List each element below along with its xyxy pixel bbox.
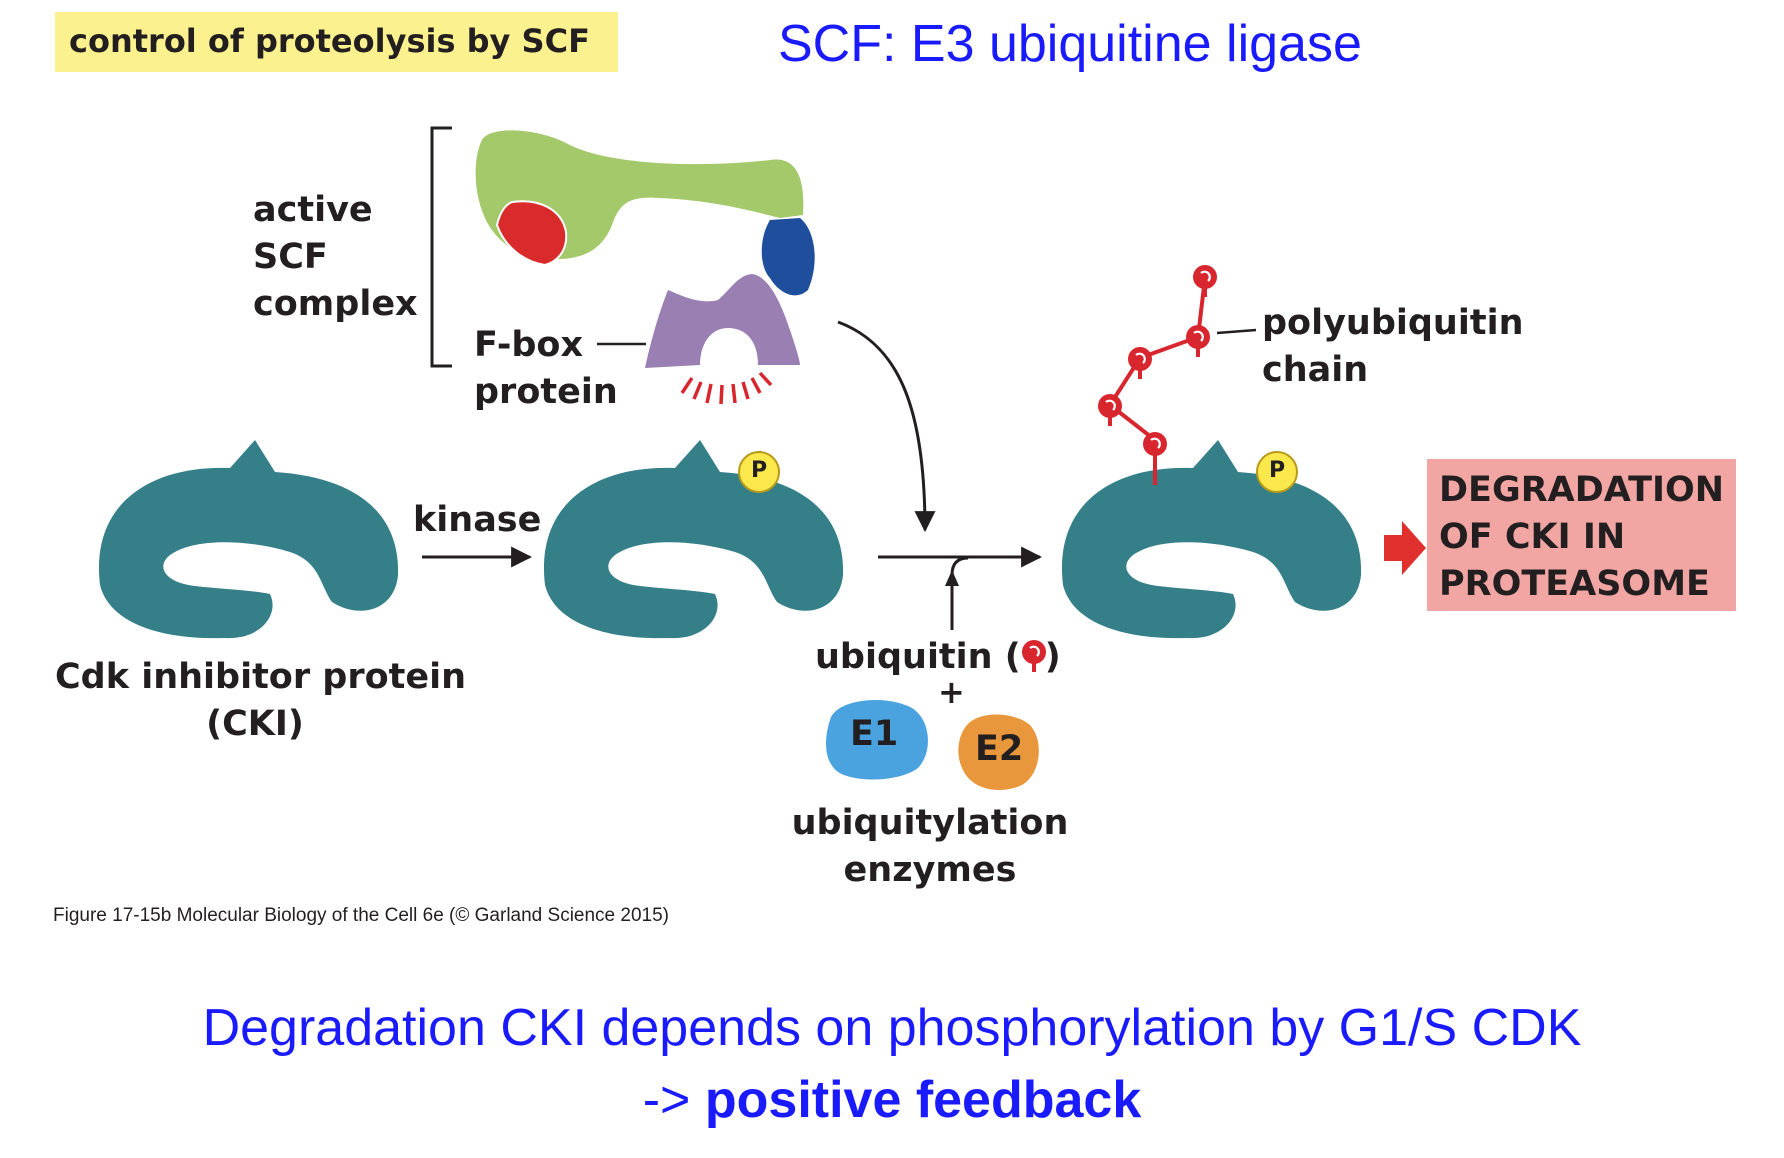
fbox-label-line1: F-box bbox=[474, 325, 584, 365]
polyubiquitin-label-line1: polyubiquitin bbox=[1262, 303, 1524, 343]
scf-complex-label: active SCF complex bbox=[253, 187, 418, 328]
cki-protein-unphosphorylated bbox=[98, 440, 399, 639]
figure-caption: Figure 17-15b Molecular Biology of the C… bbox=[53, 905, 669, 926]
polyubiquitin-label-line2: chain bbox=[1262, 350, 1369, 390]
fbox-label: F-box protein bbox=[474, 322, 618, 416]
cki-label-line2: (CKI) bbox=[206, 704, 304, 744]
scf-red-subunit bbox=[495, 200, 568, 267]
polyubiquitin-chain bbox=[1096, 263, 1219, 485]
degradation-label: DEGRADATION OF CKI IN PROTEASOME bbox=[1439, 470, 1725, 604]
ubiquitin-icon bbox=[1191, 263, 1219, 299]
summary-arrow-text: -> bbox=[642, 1071, 705, 1129]
phosphate-icon bbox=[1256, 451, 1298, 493]
ubiquitin-label-text: ubiquitin ( bbox=[815, 637, 1021, 677]
cki-label: Cdk inhibitor protein (CKI) bbox=[55, 654, 467, 748]
scf-blue-subunit bbox=[761, 218, 815, 296]
kinase-label: kinase bbox=[413, 500, 542, 540]
scf-label-line1: active bbox=[253, 190, 373, 230]
ubiquitin-label: ubiquitin () bbox=[815, 636, 1061, 678]
scf-bracket bbox=[430, 126, 452, 368]
summary-line-2: -> positive feedback bbox=[0, 1070, 1784, 1130]
cki-protein-phosphorylated bbox=[543, 440, 844, 639]
phosphate-icon bbox=[738, 451, 780, 493]
cki-label-line1: Cdk inhibitor protein bbox=[55, 657, 467, 697]
ubiquitin-icon bbox=[1184, 323, 1212, 359]
degradation-arrow bbox=[1384, 521, 1426, 575]
fbox-label-line2: protein bbox=[474, 372, 618, 412]
e1-label: E1 bbox=[850, 714, 899, 754]
enzymes-label-line1: ubiquitylation bbox=[791, 803, 1069, 843]
e2-label: E2 bbox=[975, 729, 1024, 769]
scf-label-line2: SCF bbox=[253, 237, 328, 277]
plus-sign: + bbox=[938, 673, 965, 711]
e2-enzyme bbox=[958, 714, 1039, 790]
section-tag: control of proteolysis by SCF bbox=[55, 12, 618, 72]
summary-emphasis: positive feedback bbox=[704, 1071, 1142, 1129]
polyubiquitin-label: polyubiquitin chain bbox=[1262, 300, 1524, 394]
enzymes-label-line2: enzymes bbox=[843, 850, 1017, 890]
phosphate-label: P bbox=[750, 458, 768, 483]
section-tag-label: control of proteolysis by SCF bbox=[69, 22, 590, 60]
e1-enzyme bbox=[826, 700, 928, 780]
phosphate-label: P bbox=[1268, 458, 1286, 483]
slide-title: SCF: E3 ubiquitine ligase bbox=[778, 15, 1362, 73]
ubiquitylation-enzymes-label: ubiquitylation enzymes bbox=[780, 800, 1080, 894]
ubiquitin-icon bbox=[1096, 392, 1124, 428]
scf-arrow bbox=[837, 320, 936, 533]
ubiquitin-input-line bbox=[950, 556, 969, 630]
summary-line-1: Degradation CKI depends on phosphorylati… bbox=[202, 999, 1582, 1057]
fbox-binding-spikes bbox=[680, 371, 773, 405]
fbox-protein bbox=[645, 274, 800, 368]
scf-label-line3: complex bbox=[253, 284, 418, 324]
degradation-box: DEGRADATION OF CKI IN PROTEASOME bbox=[1427, 459, 1736, 611]
ubiquitin-icon bbox=[1141, 430, 1169, 466]
ubiquitin-label-close: ) bbox=[1044, 637, 1061, 677]
cki-protein-ubiquitylated bbox=[1061, 440, 1362, 639]
